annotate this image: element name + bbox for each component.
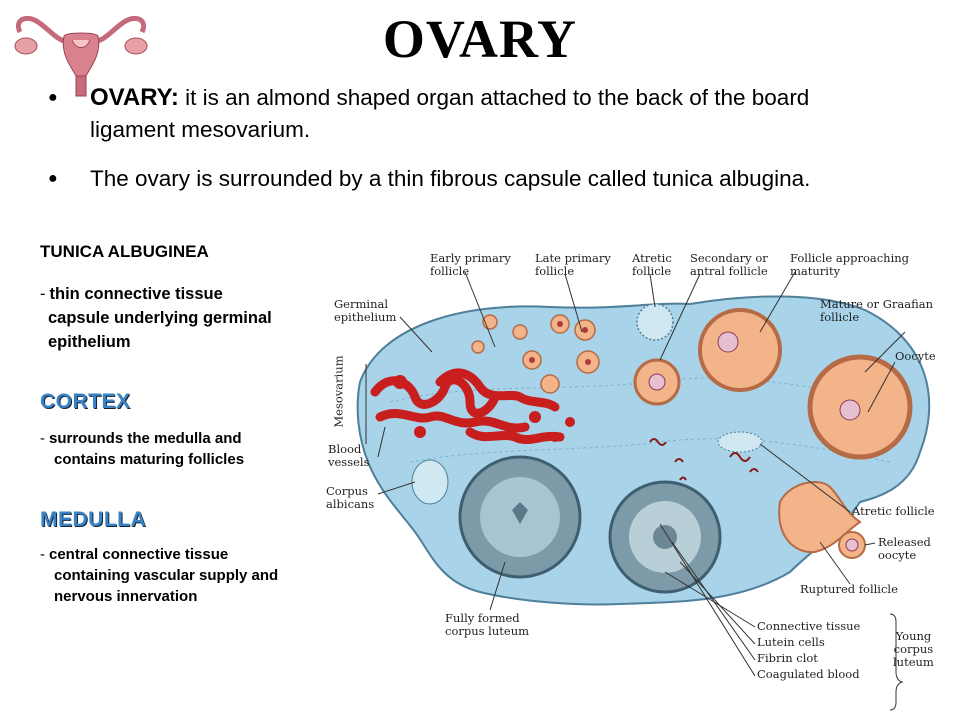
ovary-diagram xyxy=(356,271,931,711)
medulla-heading: MEDULLA xyxy=(40,508,147,531)
medulla-line2: containing vascular supply and xyxy=(54,567,279,584)
approaching-follicle xyxy=(698,308,782,392)
corpus-albicans xyxy=(411,459,449,505)
bullet-text: The ovary is surrounded by a thin fibrou… xyxy=(90,166,811,191)
label-lutein: Lutein cells xyxy=(757,635,825,649)
medulla-line1: central connective tissue xyxy=(49,546,229,563)
label-atretic-right: Atretic follicle xyxy=(852,504,935,518)
blood-vessels xyxy=(370,368,565,445)
dash-icon: - xyxy=(40,546,45,563)
bullet-dot-icon: ● xyxy=(48,89,58,106)
label-mesovarium: Mesovarium xyxy=(331,355,346,428)
cortex-line1: surrounds the medulla and xyxy=(49,430,242,447)
cortex-line2: contains maturing follicles xyxy=(54,451,245,468)
tunica-line1: thin connective tissue xyxy=(49,285,223,303)
tunica-line2: capsule underlying germinal xyxy=(48,309,272,327)
tunica-text: -thin connective tissue capsule underlyi… xyxy=(40,282,330,354)
ruptured-follicle xyxy=(778,481,862,554)
label-oocyte: Oocyte xyxy=(895,349,936,363)
page-title: OVARY xyxy=(382,9,578,69)
label-ruptured: Ruptured follicle xyxy=(800,582,898,596)
uterus-icon xyxy=(14,15,148,97)
tunica-heading: TUNICA ALBUGINEA xyxy=(40,242,209,261)
label-coagulated: Coagulated blood xyxy=(757,667,860,681)
cortex-text: -surrounds the medulla and contains matu… xyxy=(40,428,330,470)
bullet-text-cont: ligament mesovarium. xyxy=(90,117,311,142)
label-connective: Connective tissue xyxy=(757,619,861,633)
dash-icon: - xyxy=(40,430,45,447)
cortex-heading: CORTEX xyxy=(40,390,131,413)
medulla-text: -central connective tissue containing va… xyxy=(40,544,330,607)
label-fibrin: Fibrin clot xyxy=(757,651,818,665)
bullet-dot-icon: ● xyxy=(48,170,58,187)
bullet-term: OVARY: xyxy=(90,84,179,111)
dash-icon: - xyxy=(40,285,46,303)
bullet-text: it is an almond shaped organ attached to… xyxy=(178,85,810,110)
tunica-line3: epithelium xyxy=(48,333,131,351)
medulla-line3: nervous innervation xyxy=(54,588,198,605)
